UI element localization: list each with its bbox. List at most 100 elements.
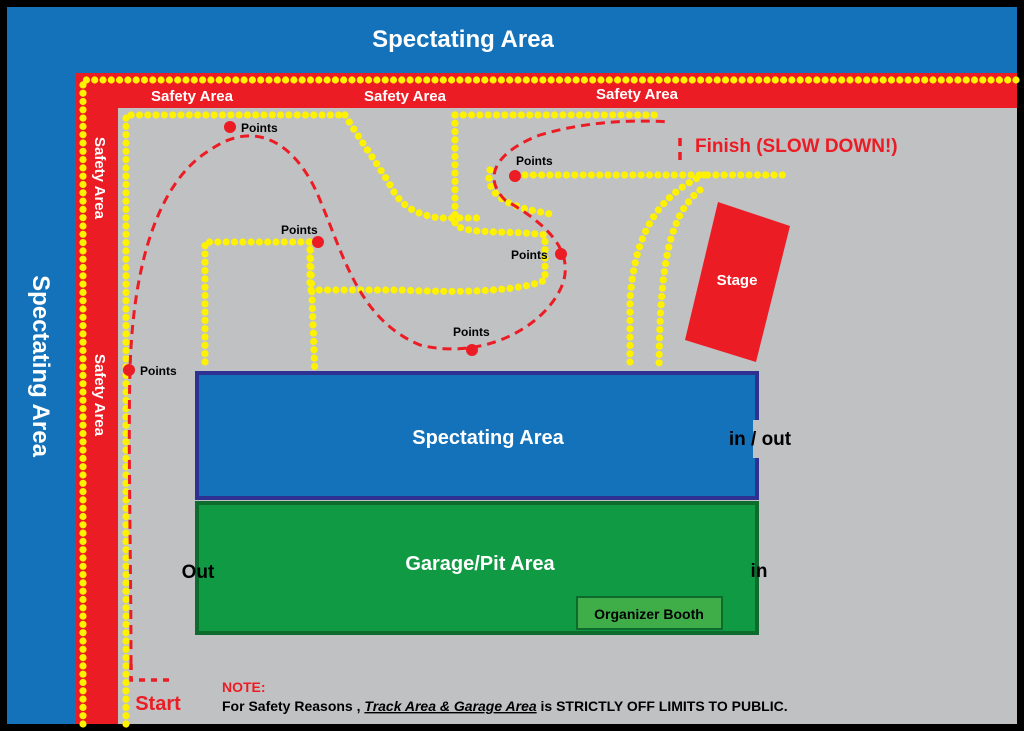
barrier-dot — [122, 463, 130, 471]
barrier-dot — [555, 76, 564, 84]
barrier-dot — [451, 111, 459, 119]
barrier-dot — [122, 537, 130, 546]
barrier-dot — [431, 213, 439, 221]
barrier-dot — [484, 111, 492, 119]
barrier-dot — [79, 396, 87, 404]
barrier-dot — [628, 275, 636, 283]
barrier-dot — [587, 171, 596, 179]
barrier-dot — [887, 76, 896, 84]
barrier-dot — [656, 334, 664, 342]
barrier-dot — [185, 111, 193, 119]
barrier-dot — [390, 286, 398, 294]
barrier-dot — [541, 237, 549, 245]
barrier-dot — [122, 313, 130, 321]
barrier-dot — [660, 268, 669, 276]
barrier-dot — [771, 76, 779, 84]
barrier-dot — [122, 288, 130, 296]
barrier-dot — [712, 171, 720, 179]
points-label: Points — [241, 121, 278, 135]
barrier-dot — [272, 238, 280, 246]
barrier-dot — [626, 325, 634, 333]
barrier-dot — [423, 76, 431, 84]
organizer-booth — [576, 596, 723, 630]
barrier-dot — [122, 421, 130, 429]
barrier-dot — [658, 284, 667, 292]
barrier-dot — [738, 76, 746, 84]
barrier-dot — [79, 330, 87, 338]
barrier-dot — [700, 171, 708, 179]
barrier-dot — [514, 229, 522, 237]
barrier-dot — [356, 76, 364, 84]
barrier-dot — [122, 712, 130, 720]
barrier-dot — [223, 76, 232, 84]
barrier-dot — [659, 276, 667, 284]
barrier-dot — [277, 111, 285, 119]
barrier-dot — [79, 272, 87, 280]
barrier-dot — [514, 283, 522, 291]
barrier-dot — [541, 262, 549, 270]
barrier-dot — [99, 76, 107, 84]
barrier-dot — [506, 76, 514, 84]
barrier-dot — [201, 283, 209, 291]
barrier-dot — [194, 111, 202, 119]
barrier-dot — [315, 76, 323, 84]
barrier-dot — [79, 346, 87, 355]
barrier-dot — [201, 275, 209, 283]
barrier-dot — [559, 111, 567, 119]
barrier-dot — [486, 166, 494, 174]
barrier-dot — [79, 703, 87, 712]
barrier-dot — [307, 263, 315, 271]
barrier-dot — [169, 111, 177, 119]
barrier-dot — [645, 171, 654, 179]
barrier-dot — [663, 76, 672, 84]
barrier-dot — [473, 227, 481, 235]
barrier-dot — [79, 620, 87, 629]
barrier-dot — [214, 238, 222, 246]
barrier-dot — [451, 219, 459, 227]
barrier-dot — [160, 111, 168, 119]
barrier-dot — [79, 305, 87, 313]
barrier-dot — [122, 662, 130, 670]
barrier-dot — [79, 247, 87, 255]
barrier-dot — [542, 111, 550, 119]
barrier-dot — [79, 280, 87, 288]
barrier-dot — [688, 76, 696, 84]
barrier-dot — [692, 175, 701, 183]
barrier-dot — [530, 280, 539, 288]
barrier-dot — [122, 670, 130, 678]
barrier-dot — [122, 429, 130, 438]
barrier-dot — [937, 76, 945, 84]
barrier-dot — [954, 76, 962, 84]
barrier-dot — [929, 76, 937, 84]
barrier-dot — [79, 189, 87, 197]
barrier-dot — [190, 76, 198, 84]
center-spectating-label: Spectating Area — [412, 427, 564, 449]
barrier-dot — [654, 171, 662, 179]
barrier-dot — [79, 288, 87, 296]
barrier-dot — [448, 76, 456, 84]
barrier-dot — [528, 206, 537, 215]
barrier-dot — [122, 595, 130, 604]
barrier-dot — [260, 111, 268, 119]
barrier-dot — [755, 76, 763, 84]
barrier-dot — [122, 703, 130, 712]
barrier-dot — [177, 111, 185, 119]
barrier-dot — [79, 363, 87, 371]
barrier-dot — [79, 662, 87, 670]
barrier-dot — [122, 222, 130, 230]
barrier-dot — [451, 161, 459, 169]
barrier-dot — [122, 172, 130, 180]
barrier-dot — [122, 297, 130, 305]
barrier-dot — [685, 179, 693, 187]
in-label: in — [751, 561, 768, 582]
barrier-dot — [79, 180, 87, 189]
barrier-dot — [122, 454, 130, 462]
barrier-dot — [541, 271, 549, 279]
barrier-dot — [79, 670, 87, 678]
barrier-dot — [122, 147, 130, 155]
barrier-dot — [642, 227, 650, 235]
barrier-dot — [264, 238, 272, 246]
barrier-dot — [122, 247, 130, 255]
barrier-dot — [531, 230, 539, 238]
barrier-dot — [373, 160, 381, 168]
